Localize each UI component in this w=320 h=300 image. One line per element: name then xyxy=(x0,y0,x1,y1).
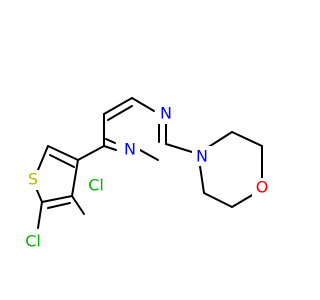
bond-morph-o-c3 xyxy=(231,193,255,208)
molecule-structure-diagram: S Cl Cl N N N O xyxy=(20,97,272,252)
atom-label-cl-lower: Cl xyxy=(25,232,41,251)
atom-label-n-morpholine: N xyxy=(196,147,208,166)
bond-pyr-c5-n1 xyxy=(131,97,155,112)
atom-nitrogen-pyrimidine-bottom: N xyxy=(120,140,140,160)
bond-morph-c3-c4 xyxy=(203,192,233,208)
atom-chlorine-lower: Cl xyxy=(20,230,46,252)
bond-thio-c3-c2-inner xyxy=(49,154,75,168)
bonds-layer xyxy=(35,97,263,229)
bond-thio-c5-c4-inner xyxy=(47,202,71,209)
atom-label-s: S xyxy=(28,170,38,189)
bond-morph-c1-c2 xyxy=(231,131,263,147)
atom-oxygen: O xyxy=(252,178,272,198)
bond-thio-c2-s xyxy=(37,145,49,171)
bond-thio-c4-c3 xyxy=(71,159,79,197)
bond-c2-morph-n xyxy=(165,143,193,153)
bond-pyr-c2-n3 xyxy=(139,149,159,161)
bond-c4-thio xyxy=(77,145,105,161)
bond-pyr-c6-c5 xyxy=(103,97,133,115)
bond-thio-c5-c4 xyxy=(41,195,73,203)
atom-label-cl-upper: Cl xyxy=(88,176,104,195)
atom-nitrogen-morpholine: N xyxy=(192,146,212,166)
bond-thio-s-c5 xyxy=(35,187,43,203)
bond-c4-cl xyxy=(71,195,85,215)
atom-label-n-pyr-top: N xyxy=(160,104,172,123)
bond-pyr-c5-c6-inner xyxy=(107,105,133,121)
atom-label-o: O xyxy=(256,178,269,197)
atom-label-n-pyr-bottom: N xyxy=(124,140,136,159)
atom-sulfur: S xyxy=(24,170,44,190)
atom-labels-layer: S Cl Cl N N N O xyxy=(20,104,272,252)
bond-pyr-n3-c4-inner xyxy=(105,138,116,144)
bond-pyr-n3-c4 xyxy=(103,145,117,151)
bond-thio-c3-c2 xyxy=(47,145,79,161)
bond-morph-c4-n xyxy=(199,165,205,194)
bond-c5-cl xyxy=(37,201,43,229)
bond-morph-n-c1 xyxy=(206,131,233,149)
atom-chlorine-upper: Cl xyxy=(84,174,110,196)
atom-nitrogen-pyrimidine-top: N xyxy=(156,104,176,124)
